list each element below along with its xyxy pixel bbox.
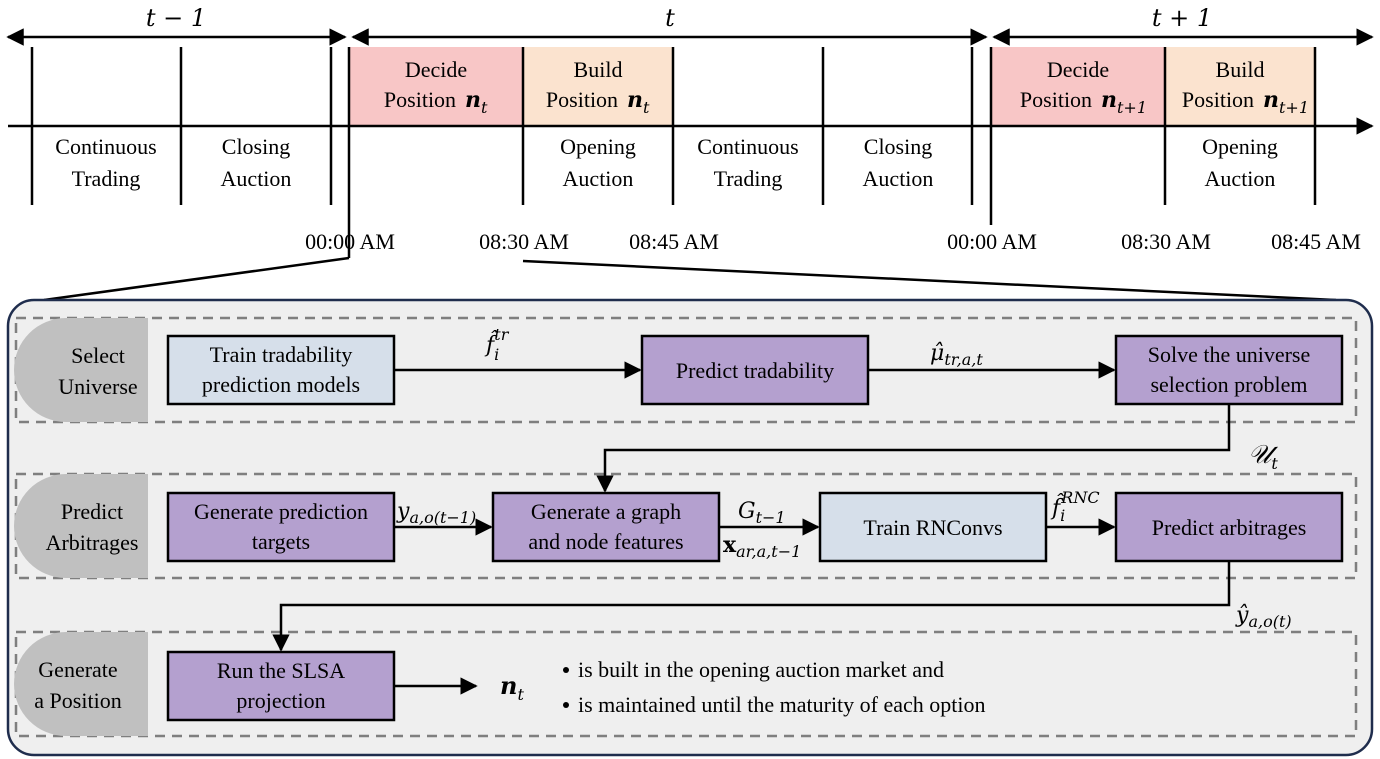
time-label-0000-b: 00:00 AM bbox=[947, 229, 1037, 254]
continuous-trading-label-2a: Continuous bbox=[697, 134, 798, 159]
solve-universe-text-1: Solve the universe bbox=[1148, 342, 1311, 367]
continuous-trading-label-1b: Trading bbox=[72, 166, 141, 191]
generate-graph-text-2: and node features bbox=[528, 529, 683, 554]
bullet-text-1: is built in the opening auction market a… bbox=[578, 657, 944, 682]
build-label-t-line2: Position bbox=[546, 87, 618, 112]
stage-rows bbox=[14, 316, 1358, 738]
train-tradability-box bbox=[166, 334, 396, 406]
zoom-line-left bbox=[43, 256, 350, 302]
period-label-current: t bbox=[665, 4, 675, 32]
decide-position-box-t1 bbox=[991, 47, 1165, 126]
opening-auction-label-1a: Opening bbox=[560, 134, 636, 159]
stage-tab-arbitrage bbox=[14, 474, 148, 578]
decide-position-box-t bbox=[349, 47, 523, 126]
closing-auction-label-2b: Auction bbox=[863, 166, 934, 191]
period-label-prev: t − 1 bbox=[146, 4, 206, 32]
opening-auction-label-2b: Auction bbox=[1205, 166, 1276, 191]
build-label-t1-line1: Build bbox=[1216, 57, 1265, 82]
stage-tab-position bbox=[14, 632, 148, 736]
build-position-box-t1 bbox=[1165, 47, 1315, 126]
time-label-0845-b: 08:45 AM bbox=[1271, 229, 1361, 254]
math-y-hat: ŷa,o(t) bbox=[1235, 603, 1292, 631]
generate-graph-box bbox=[491, 491, 721, 563]
solve-universe-box bbox=[1114, 334, 1344, 406]
stage-label-predict-1: Predict bbox=[61, 499, 123, 524]
time-label-0830-a: 08:30 AM bbox=[479, 229, 569, 254]
train-tradability-text-2: prediction models bbox=[202, 372, 360, 397]
period-label-next: t + 1 bbox=[1152, 4, 1212, 32]
bullet-dot-2 bbox=[563, 702, 569, 708]
math-g: Gt−1 bbox=[738, 499, 786, 527]
generate-targets-text-1: Generate prediction bbox=[194, 499, 368, 524]
stage-row-universe bbox=[14, 316, 1358, 424]
time-label-0000-a: 00:00 AM bbox=[305, 229, 395, 254]
arrow-predict-arb-to-slsa bbox=[272, 561, 1231, 652]
position-var-t1-b: nt+1 bbox=[1263, 87, 1309, 117]
stage-row-position bbox=[14, 630, 1358, 738]
position-var-t1-a: nt+1 bbox=[1101, 87, 1147, 117]
closing-auction-label-2a: Closing bbox=[864, 134, 932, 159]
time-label-0845-a: 08:45 AM bbox=[629, 229, 719, 254]
closing-auction-label-1b: Auction bbox=[221, 166, 292, 191]
predict-tradability-box bbox=[640, 334, 870, 406]
bullet-text-2: is maintained until the maturity of each… bbox=[578, 692, 986, 717]
math-y-target: ya,o(t−1) bbox=[396, 499, 476, 527]
timeline-ticks bbox=[30, 47, 1317, 258]
train-tradability-text-1: Train tradability bbox=[210, 342, 353, 367]
decide-label-t1-line1: Decide bbox=[1047, 57, 1109, 82]
generate-targets-text-2: targets bbox=[252, 529, 310, 554]
train-rnconvs-text: Train RNConvs bbox=[863, 515, 1002, 540]
math-mu: μ̂tr,a,t bbox=[930, 341, 983, 369]
build-label-t-line1: Build bbox=[574, 57, 623, 82]
predict-arbitrages-text: Predict arbitrages bbox=[1152, 515, 1307, 540]
build-position-box-t bbox=[523, 47, 673, 126]
continuous-trading-label-2b: Trading bbox=[714, 166, 783, 191]
run-slsa-box bbox=[166, 650, 396, 722]
run-slsa-text-2: projection bbox=[236, 688, 325, 713]
timeline: t − 1 t t + 1 Decide Position Bui bbox=[6, 4, 1374, 302]
predict-arbitrages-box bbox=[1114, 491, 1344, 563]
generate-graph-text-1: Generate a graph bbox=[531, 499, 681, 524]
closing-auction-label-1a: Closing bbox=[222, 134, 290, 159]
decide-label-t1-line2: Position bbox=[1020, 87, 1092, 112]
stage-tab-universe bbox=[14, 318, 148, 422]
bullet-dot-1 bbox=[563, 667, 569, 673]
arrow-solve-to-graph bbox=[596, 404, 1231, 493]
math-x-features: xar,a,t−1 bbox=[723, 532, 801, 561]
stage-label-select-2: Universe bbox=[58, 374, 137, 399]
decide-label-t-line2: Position bbox=[384, 87, 456, 112]
build-label-t1-line2: Position bbox=[1182, 87, 1254, 112]
train-rnconvs-box bbox=[818, 491, 1048, 563]
stage-label-select-1: Select bbox=[71, 343, 125, 368]
opening-auction-label-1b: Auction bbox=[563, 166, 634, 191]
zoom-line-right bbox=[522, 259, 1337, 302]
math-f-rnc: f̂iRNC bbox=[1050, 488, 1100, 525]
opening-auction-label-2a: Opening bbox=[1202, 134, 1278, 159]
solve-universe-text-2: selection problem bbox=[1150, 372, 1307, 397]
math-n-output: nt bbox=[500, 671, 524, 704]
predict-tradability-text: Predict tradability bbox=[676, 358, 834, 383]
stage-label-generate-2: a Position bbox=[34, 688, 121, 713]
decide-label-t-line1: Decide bbox=[405, 57, 467, 82]
stage-row-arbitrage bbox=[14, 472, 1358, 580]
position-var-t-a: nt bbox=[465, 87, 488, 117]
stage-tabs bbox=[14, 318, 148, 736]
continuous-trading-label-1a: Continuous bbox=[55, 134, 156, 159]
stage-label-predict-2: Arbitrages bbox=[46, 530, 139, 555]
run-slsa-text-1: Run the SLSA bbox=[217, 658, 345, 683]
time-label-0830-b: 08:30 AM bbox=[1121, 229, 1211, 254]
position-var-t-b: nt bbox=[627, 87, 650, 117]
stage-label-generate-1: Generate bbox=[38, 657, 117, 682]
math-f-tr: f̂itr bbox=[484, 325, 510, 364]
